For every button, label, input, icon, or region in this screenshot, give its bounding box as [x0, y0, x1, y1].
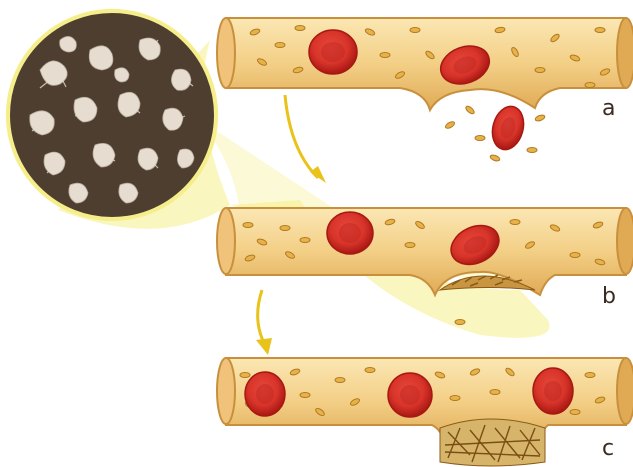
yellow-curved-arrow-icon: [285, 95, 326, 183]
yellow-curved-arrow-icon: [256, 290, 272, 355]
panel-label-c: c: [602, 436, 614, 461]
escaping-contents-a: [444, 103, 545, 162]
panel-label-b: b: [602, 284, 616, 309]
fibrin-clot-c: [440, 419, 545, 466]
panel-label-a: a: [602, 96, 615, 121]
vessel-c: [217, 358, 633, 466]
vessel-a: [217, 18, 633, 162]
